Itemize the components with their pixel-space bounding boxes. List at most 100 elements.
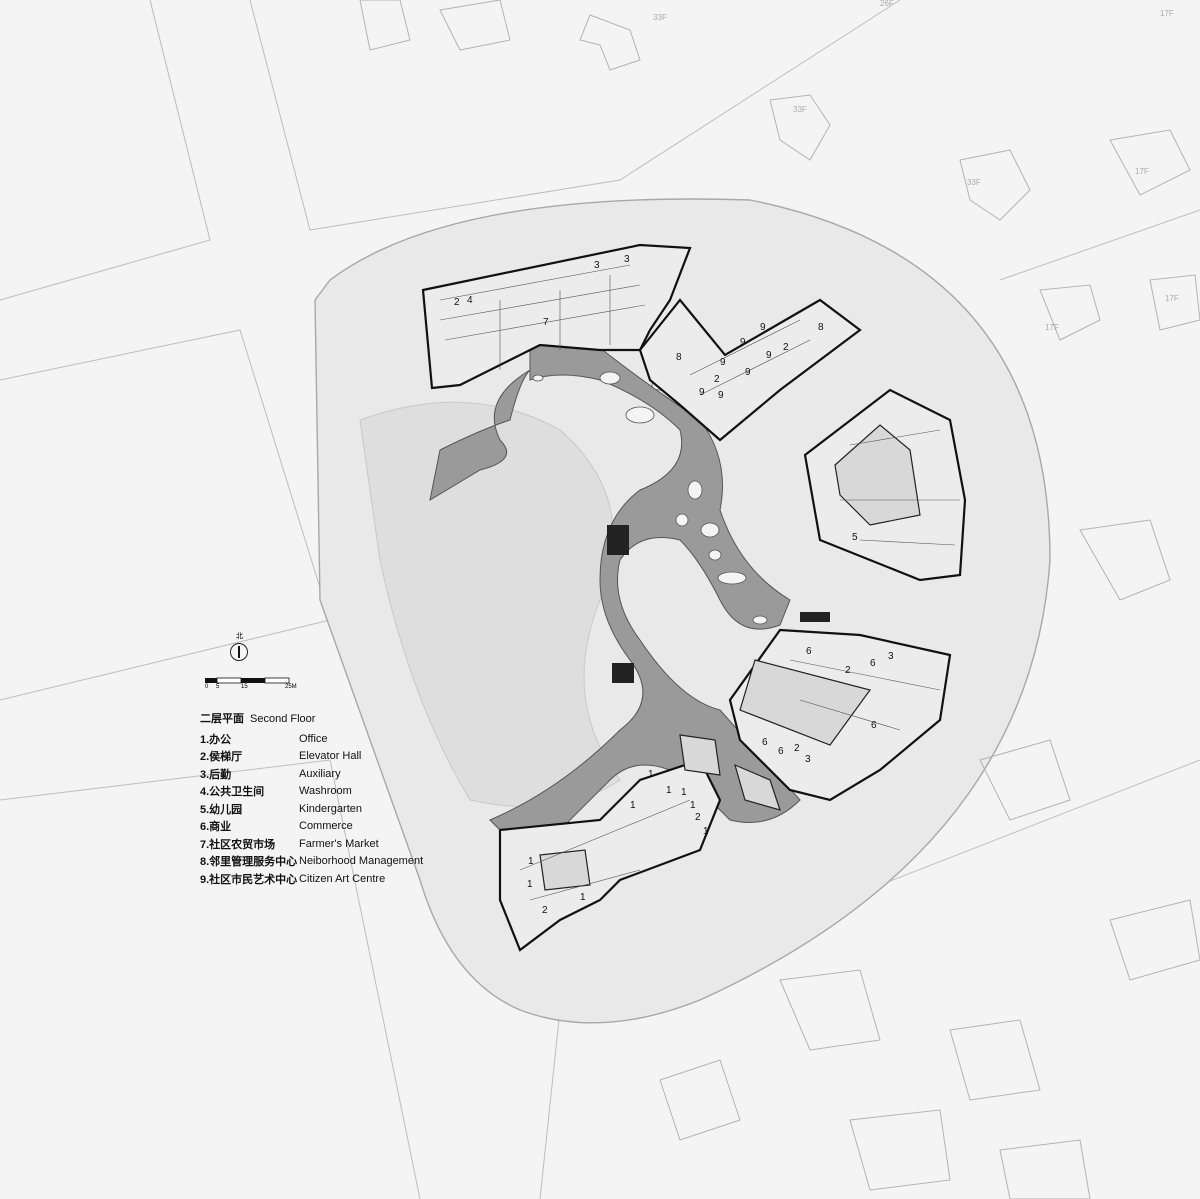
legend-item-en: Citizen Art Centre [299, 872, 386, 885]
room-label: 3 [624, 254, 630, 265]
room-label: 1 [528, 856, 534, 867]
room-label: 6 [762, 737, 768, 748]
road-edge-ne [999, 209, 1200, 281]
legend-item-en: Elevator Hall [299, 750, 362, 763]
legend-item-en: Neiborhood Management [299, 855, 424, 868]
legend-item-zh: 8.邻里管理服务中心 [200, 856, 298, 869]
legend-item-en: Washroom [299, 785, 352, 798]
scale-bar [205, 677, 290, 684]
tower-outline [579, 14, 641, 71]
scale-tick: 15 [241, 684, 248, 690]
scale-tick: 0 [205, 684, 209, 690]
room-label: 1 [666, 785, 672, 796]
tower-outline [439, 0, 511, 51]
room-label: 2 [845, 665, 851, 676]
building-south [498, 758, 722, 952]
stair-south [612, 663, 634, 683]
tower-outline [779, 969, 881, 1051]
block-outline-sw [0, 759, 421, 1199]
scale-tick: 5 [216, 684, 220, 690]
room-label: 9 [760, 322, 766, 333]
tower-outline [979, 739, 1071, 821]
room-label: 9 [720, 357, 726, 368]
tower-outline [999, 1139, 1091, 1199]
tower-outline [1039, 284, 1101, 341]
floor-tag: 17F [1045, 323, 1059, 332]
landscape-area [359, 401, 621, 808]
room-label: 6 [871, 720, 877, 731]
legend-item-zh: 6.商业 [200, 821, 232, 834]
tower-outline [359, 0, 411, 51]
floor-tag: 26F [880, 0, 894, 8]
legend-item-zh: 5.幼儿园 [200, 803, 243, 816]
floor-tag: 17F [1160, 9, 1174, 18]
legend-item-en: Office [299, 732, 328, 745]
room-label: 2 [794, 743, 800, 754]
tower-outline [1149, 274, 1200, 331]
legend-item-en: Commerce [299, 820, 353, 833]
floor-tag: 33F [967, 178, 981, 187]
room-label: 1 [648, 769, 654, 780]
tower-outline [959, 149, 1031, 221]
floor-tag: 33F [653, 13, 667, 22]
room-label: 3 [594, 260, 600, 271]
block-outline-nw [0, 0, 211, 301]
walkway-ramp-west [429, 369, 531, 502]
legend-item: 4.公共卫生间 Washroom [200, 783, 423, 801]
room-label: 1 [681, 787, 687, 798]
tower-outline [849, 1109, 951, 1191]
stair-east [800, 612, 830, 622]
tower-outline [1109, 899, 1200, 981]
room-label: 6 [778, 746, 784, 757]
room-label: 4 [467, 295, 473, 306]
room-label: 7 [543, 317, 549, 328]
legend-item-en: Farmer's Market [299, 837, 379, 850]
legend-title-zh: 二层平面 [200, 713, 244, 725]
room-label: 2 [454, 297, 460, 308]
legend-item-zh: 3.后勤 [200, 768, 232, 781]
floor-tag: 17F [1165, 294, 1179, 303]
north-arrow-icon [230, 643, 248, 661]
floor-tag: 17F [1135, 167, 1149, 176]
legend-item-zh: 7.社区农贸市场 [200, 838, 276, 851]
lightwell-1 [679, 734, 721, 776]
courtyard-south [539, 849, 591, 891]
block-outline-n [249, 0, 901, 231]
tower-outline [659, 1059, 741, 1141]
legend-item-en: Auxiliary [299, 767, 341, 780]
tower-outline [949, 1019, 1041, 1101]
tower-outline [769, 94, 831, 161]
legend-item-zh: 9.社区市民艺术中心 [200, 873, 298, 886]
room-label: 5 [852, 532, 858, 543]
room-label: 1 [527, 879, 533, 890]
room-label: 6 [806, 646, 812, 657]
room-label: 1 [630, 800, 636, 811]
room-label: 8 [676, 352, 682, 363]
room-label: 2 [714, 374, 720, 385]
tower-outline [1079, 519, 1171, 601]
legend-item-zh: 2.侯梯厅 [200, 751, 243, 764]
legend-item: 2.侯梯厅 Elevator Hall [200, 748, 423, 766]
room-label: 2 [542, 905, 548, 916]
north-label: 北 [236, 632, 243, 640]
room-label: 3 [888, 651, 894, 662]
legend-item: 7.社区农贸市场 Farmer's Market [200, 835, 423, 853]
room-label: 1 [690, 800, 696, 811]
courtyard-southeast [739, 659, 872, 746]
room-label: 3 [805, 754, 811, 765]
room-label: 9 [699, 387, 705, 398]
block-outline-w [0, 329, 331, 701]
room-label: 9 [718, 390, 724, 401]
legend-item: 3.后勤 Auxiliary [200, 765, 423, 783]
room-label: 9 [745, 367, 751, 378]
room-label: 9 [766, 350, 772, 361]
room-label: 6 [870, 658, 876, 669]
legend-item-zh: 4.公共卫生间 [200, 786, 265, 799]
